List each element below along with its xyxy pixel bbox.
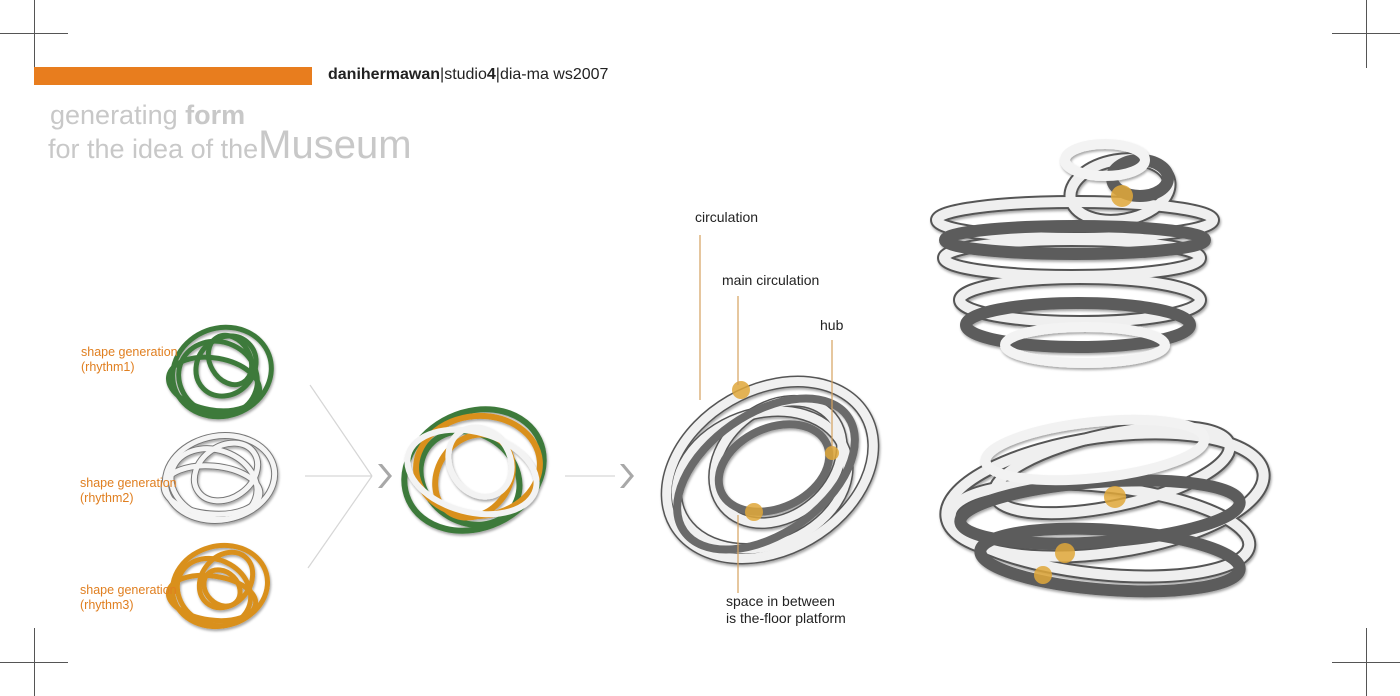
rhythm2-shape — [160, 432, 279, 524]
label-space-line1: space in between — [726, 593, 835, 609]
rhythm3-shape — [165, 542, 271, 630]
museum-render-top — [930, 139, 1220, 368]
shape-label-line2: (rhythm2) — [80, 491, 134, 505]
shape-label-line1: shape generation — [80, 476, 177, 490]
rhythm1-shape — [165, 324, 274, 420]
shape-label-line2: (rhythm1) — [81, 360, 135, 374]
page-title-line1: generating form — [50, 100, 245, 131]
header-sep2: |dia-ma ws2007 — [495, 66, 609, 83]
shape-label-line1: shape generation — [81, 345, 178, 359]
shape-label-line2: (rhythm3) — [80, 598, 134, 612]
combined-shape — [401, 406, 547, 534]
page-header: danihermawan|studio4|dia-ma ws2007 — [328, 66, 608, 84]
label-space-line2: is the-floor platform — [726, 610, 846, 626]
shape-label-line1: shape generation — [80, 583, 177, 597]
leader-lines — [699, 235, 833, 593]
label-circulation: circulation — [695, 209, 759, 225]
crop-mark — [34, 0, 35, 68]
label-main-circulation: main circulation — [722, 272, 820, 288]
hub-node — [1034, 486, 1126, 584]
hub-node — [1111, 185, 1133, 207]
title-bold: form — [185, 100, 246, 130]
shape-label-rhythm1: shape generation (rhythm1) — [81, 345, 178, 375]
author-name: danihermawan — [328, 66, 441, 83]
label-space-in-between: space in between is the-floor platform — [726, 593, 846, 627]
page-title-line2: for the idea of theMuseum — [48, 122, 412, 172]
header-sep1: |studio — [440, 66, 487, 83]
accent-bar — [34, 67, 312, 85]
converge-lines — [305, 384, 615, 569]
title-prefix: generating — [50, 100, 186, 130]
label-hub: hub — [820, 317, 844, 333]
circulation-shape — [660, 375, 880, 565]
title-line2-prefix: for the idea of the — [48, 134, 259, 164]
shape-label-rhythm3: shape generation (rhythm3) — [80, 583, 177, 613]
hub-node — [732, 381, 839, 521]
museum-render-bottom — [939, 414, 1271, 598]
crop-mark — [1366, 0, 1367, 68]
studio-number: 4 — [486, 66, 496, 83]
crop-mark — [1366, 628, 1367, 696]
title-big-word: Museum — [258, 123, 412, 167]
crop-mark — [34, 628, 35, 696]
chevron-right-icon — [620, 464, 634, 488]
chevron-right-icon — [378, 464, 392, 488]
shape-label-rhythm2: shape generation (rhythm2) — [80, 476, 177, 506]
